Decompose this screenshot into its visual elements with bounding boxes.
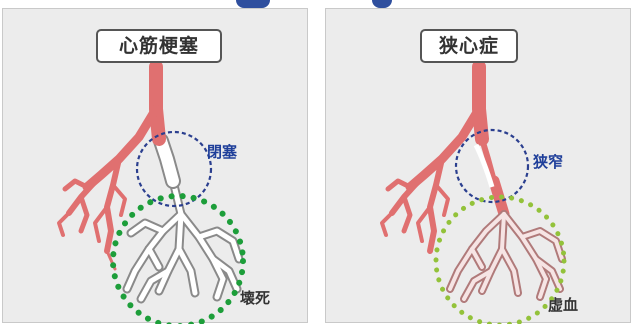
red-artery: [59, 67, 159, 269]
necrosis-label: 壊死: [240, 287, 270, 308]
occlusion-label: 閉塞: [207, 141, 237, 162]
stenosis-label: 狭窄: [533, 151, 563, 172]
red-artery: [382, 67, 504, 251]
ischemic-vessels: [450, 214, 562, 299]
angina-title: 狭心症: [420, 29, 518, 63]
myocardial-infarction-panel: 心筋梗塞 閉塞 壊死: [2, 8, 308, 323]
occluded-segment: [161, 141, 173, 181]
infarction-title: 心筋梗塞: [96, 29, 222, 63]
angina-panel: 狭心症 狭窄 虚血: [325, 8, 631, 323]
top-arrow-fragment-left: [236, 0, 270, 8]
ischemia-label: 虚血: [548, 294, 578, 315]
top-arrow-fragment-right: [372, 0, 392, 8]
